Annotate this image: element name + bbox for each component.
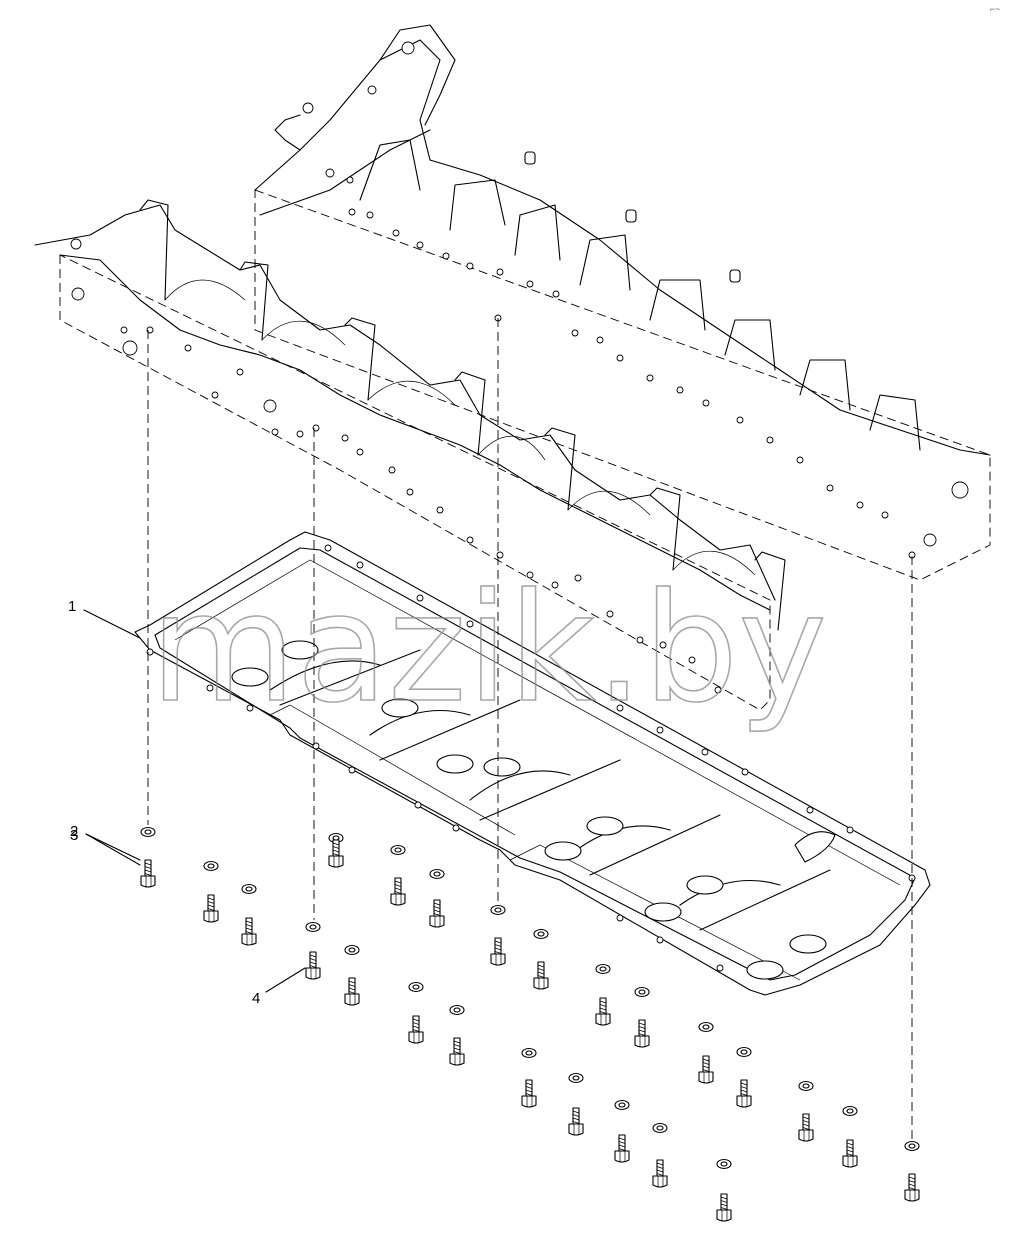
bolt xyxy=(429,899,445,928)
washer xyxy=(203,860,219,872)
bolt xyxy=(595,997,611,1026)
washer xyxy=(533,928,549,940)
washer xyxy=(490,904,506,916)
washer xyxy=(904,1140,920,1152)
washer xyxy=(429,868,445,880)
bolt xyxy=(449,1037,465,1066)
washer xyxy=(140,826,156,838)
washer xyxy=(698,1021,714,1033)
bolt xyxy=(904,1173,920,1202)
washer xyxy=(241,883,257,895)
fastener-group xyxy=(140,826,920,1222)
washer xyxy=(614,1099,630,1111)
bolt xyxy=(241,917,257,946)
bolt xyxy=(521,1079,537,1108)
bolt xyxy=(634,1019,650,1048)
washer xyxy=(305,921,321,933)
callout-4: 4 xyxy=(252,967,306,1007)
callout-number: 1 xyxy=(68,598,76,615)
washer xyxy=(798,1080,814,1092)
washer xyxy=(716,1158,732,1170)
callout-2: 2 xyxy=(70,823,141,861)
bolt xyxy=(490,937,506,966)
bolt xyxy=(842,1139,858,1168)
callout-number: 3 xyxy=(70,827,78,844)
washer xyxy=(595,963,611,975)
bolt xyxy=(408,1015,424,1044)
washer xyxy=(634,986,650,998)
callout-1: 1 xyxy=(68,598,141,639)
corner-mark: ⌐~ xyxy=(990,4,1001,14)
bolt xyxy=(328,839,344,868)
bolt xyxy=(203,894,219,923)
callout-number: 4 xyxy=(252,990,260,1007)
bolt xyxy=(344,977,360,1006)
bolt xyxy=(798,1113,814,1142)
bolt xyxy=(698,1055,714,1084)
watermark: mazik.by xyxy=(150,562,827,736)
bolt xyxy=(652,1159,668,1188)
bolt xyxy=(568,1107,584,1136)
bolt xyxy=(614,1134,630,1163)
bolt xyxy=(390,877,406,906)
bolt xyxy=(533,961,549,990)
bolt xyxy=(716,1193,732,1222)
bolt xyxy=(305,951,321,980)
oil-pan-gasket xyxy=(134,531,931,996)
washer xyxy=(449,1004,465,1016)
washer xyxy=(736,1046,752,1058)
washer xyxy=(842,1105,858,1117)
bolt xyxy=(736,1079,752,1108)
callout-3: 3 xyxy=(70,827,141,866)
washer xyxy=(408,981,424,993)
alignment-lines xyxy=(147,318,913,1140)
washer xyxy=(652,1122,668,1134)
washer xyxy=(568,1072,584,1084)
washer xyxy=(390,844,406,856)
bolt xyxy=(140,859,156,888)
callout-number: 2 xyxy=(70,823,78,840)
lower-block-frame xyxy=(34,199,786,711)
washer xyxy=(344,944,360,956)
upper-bearing-frame xyxy=(254,24,991,581)
washer xyxy=(521,1047,537,1059)
